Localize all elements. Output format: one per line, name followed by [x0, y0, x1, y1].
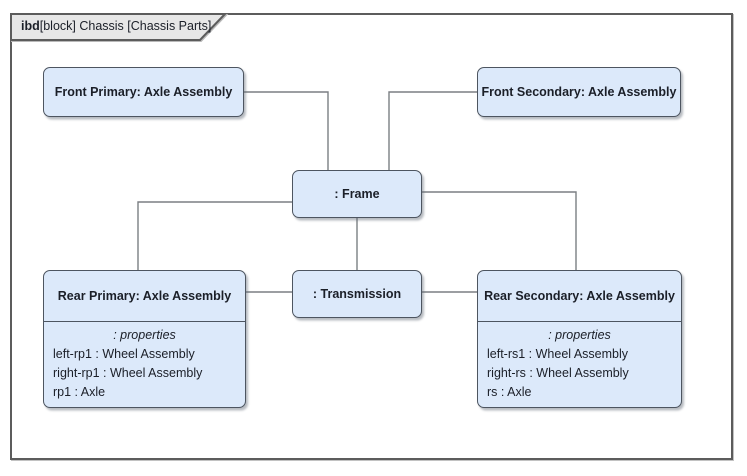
- node-frame[interactable]: : Frame: [292, 170, 422, 218]
- node-title: Front Secondary: Axle Assembly: [481, 85, 677, 99]
- node-title: Rear Primary: Axle Assembly: [44, 271, 245, 322]
- connector-front-primary-to-frame[interactable]: [244, 91, 329, 170]
- frame-label: ibd[block] Chassis [Chassis Parts]: [21, 19, 211, 33]
- node-title: Rear Secondary: Axle Assembly: [478, 271, 681, 322]
- node-title: : Transmission: [312, 287, 402, 301]
- node-rear-secondary[interactable]: Rear Secondary: Axle Assembly : properti…: [477, 270, 682, 408]
- properties-label: : properties: [548, 328, 611, 342]
- property-item: rp1 : Axle: [53, 385, 106, 399]
- frame-label-tab: [10, 13, 228, 41]
- node-title: : Frame: [334, 187, 380, 201]
- properties-label: : properties: [113, 328, 176, 342]
- connector-frame-to-rear-secondary[interactable]: [421, 191, 577, 270]
- property-item: right-rp1 : Wheel Assembly: [53, 366, 203, 380]
- frame-label-tab-shape: [10, 13, 228, 41]
- frame-label-text: [block] Chassis [Chassis Parts]: [39, 19, 212, 33]
- node-front-secondary[interactable]: Front Secondary: Axle Assembly: [477, 67, 681, 117]
- connector-frame-to-rear-primary[interactable]: [137, 201, 292, 270]
- node-front-primary[interactable]: Front Primary: Axle Assembly: [43, 67, 244, 117]
- frame-label-keyword: ibd: [21, 19, 40, 33]
- node-rear-primary[interactable]: Rear Primary: Axle Assembly : properties…: [43, 270, 246, 408]
- node-title: Front Primary: Axle Assembly: [54, 85, 233, 99]
- property-item: left-rp1 : Wheel Assembly: [53, 347, 195, 361]
- properties-compartment: : properties left-rp1 : Wheel Assembly r…: [44, 322, 245, 402]
- properties-compartment: : properties left-rs1 : Wheel Assembly r…: [478, 322, 681, 402]
- node-transmission[interactable]: : Transmission: [292, 270, 422, 318]
- property-item: right-rs : Wheel Assembly: [487, 366, 629, 380]
- connector-front-secondary-to-frame[interactable]: [388, 91, 477, 170]
- property-item: left-rs1 : Wheel Assembly: [487, 347, 629, 361]
- property-item: rs : Axle: [487, 385, 532, 399]
